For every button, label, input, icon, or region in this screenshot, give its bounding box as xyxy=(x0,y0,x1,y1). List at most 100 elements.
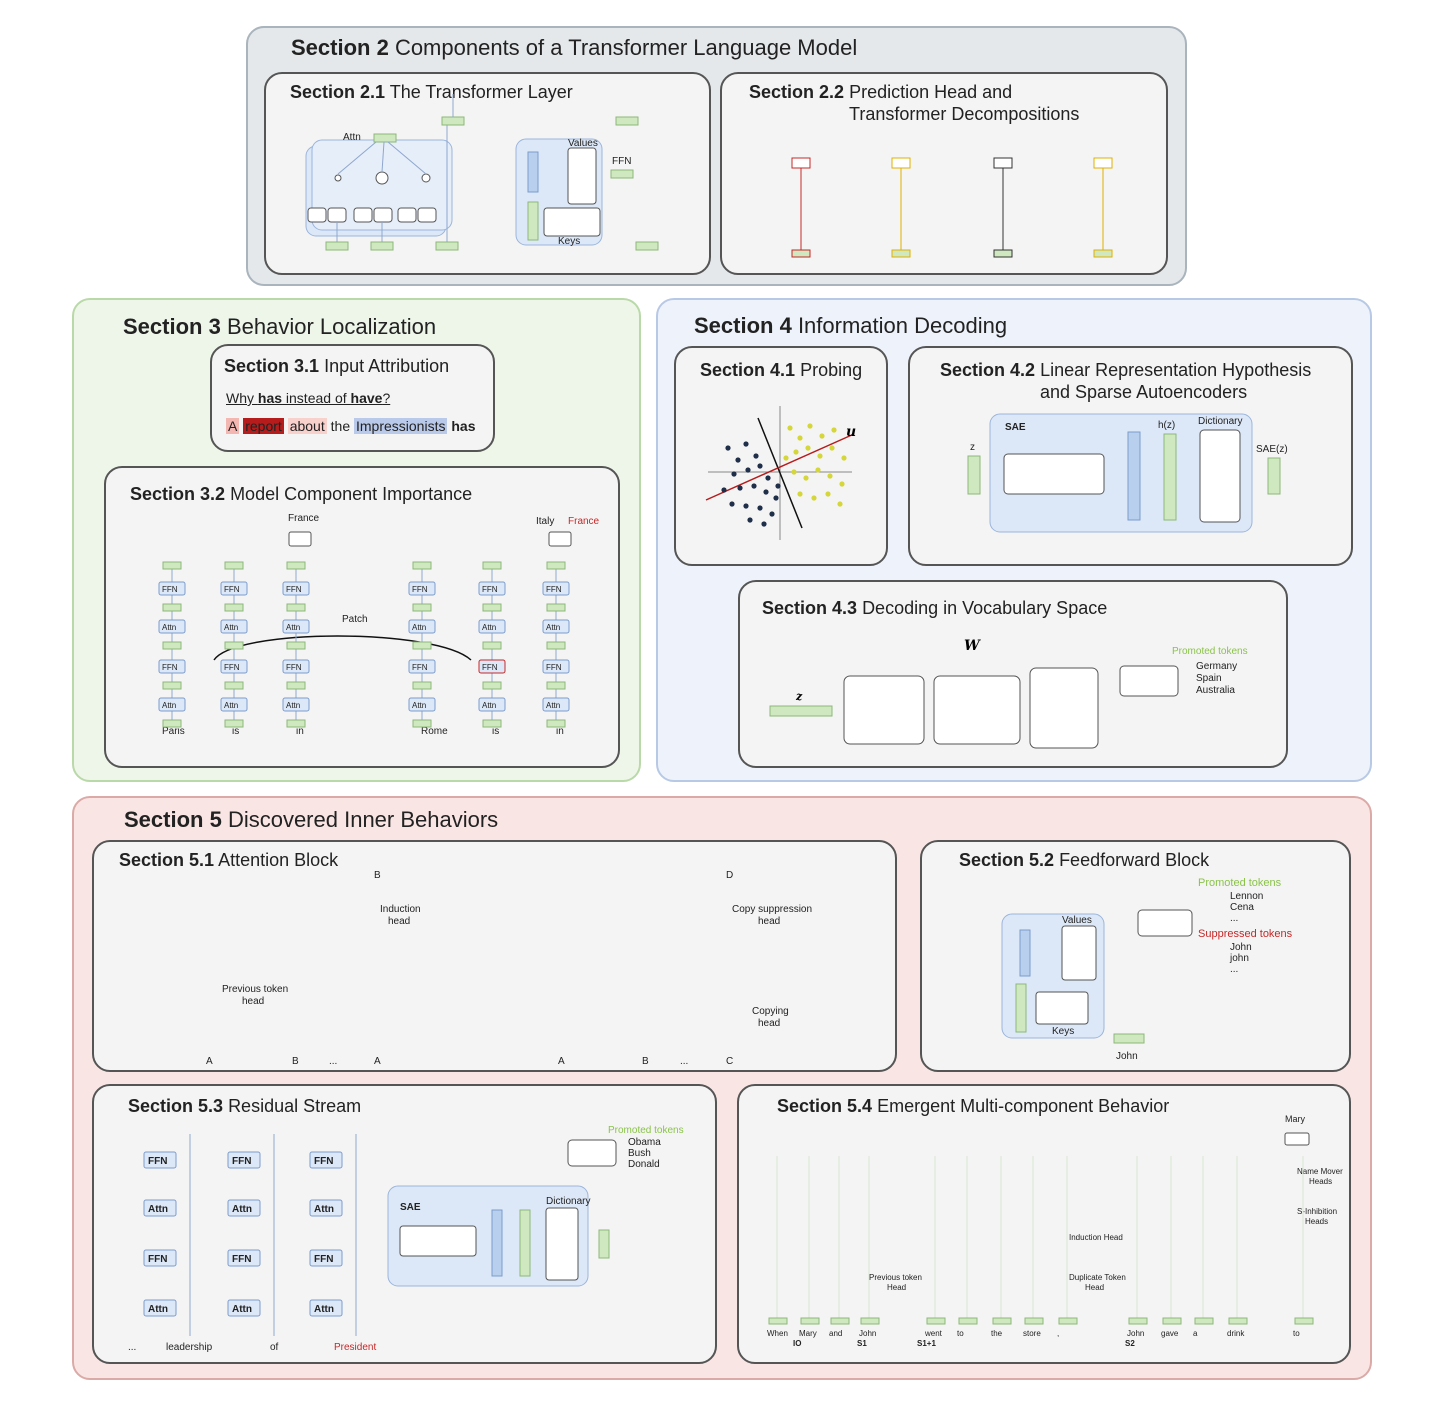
ffn-box xyxy=(408,659,436,674)
scatter-point-dark xyxy=(737,485,743,491)
vt-matrix xyxy=(1029,667,1099,749)
attn-box xyxy=(282,619,310,634)
attn-box xyxy=(408,619,436,634)
label-ellipsis-1: ... xyxy=(329,1056,337,1067)
token-node xyxy=(1162,1317,1182,1325)
ffn-label: FFN xyxy=(546,585,562,594)
ffn-label: FFN xyxy=(232,1156,251,1167)
residual-node xyxy=(224,681,244,690)
residual-node xyxy=(286,719,306,728)
section-2-1-panel: Section 2.1 The Transformer Layer Values… xyxy=(264,72,711,275)
attn-label: Attn xyxy=(162,623,176,632)
scatter-point-yellow xyxy=(791,469,797,475)
token-node xyxy=(1194,1317,1214,1325)
induction-label: Induction xyxy=(380,904,421,915)
residual-node xyxy=(162,641,182,650)
residual-node xyxy=(546,641,566,650)
residual-node xyxy=(224,561,244,570)
values-label: Values xyxy=(1062,915,1092,926)
token-word: to xyxy=(957,1329,964,1338)
scatter-point-dark xyxy=(731,471,737,477)
ffn-box xyxy=(158,581,186,596)
scatter-point-dark xyxy=(757,463,763,469)
scatter-point-dark xyxy=(743,503,749,509)
attn-label: Attn xyxy=(224,623,238,632)
attn-label: Attn xyxy=(314,1204,334,1215)
scatter-point-yellow xyxy=(815,467,821,473)
scatter-point-yellow xyxy=(831,427,837,433)
ffn-box xyxy=(282,659,310,674)
attn-label: Attn xyxy=(482,623,496,632)
word-in-right: in xyxy=(556,726,564,737)
sae-label: SAE xyxy=(400,1202,421,1213)
residual-node xyxy=(162,603,182,612)
ffn-label: FFN xyxy=(232,1254,251,1265)
induction-head-label: Induction Head xyxy=(1069,1233,1123,1242)
w-enc-matrix xyxy=(399,1225,477,1257)
word-paris: Paris xyxy=(162,726,185,737)
promoted-donald: Donald xyxy=(628,1159,660,1170)
residual-node xyxy=(286,603,306,612)
scatter-point-yellow xyxy=(805,445,811,451)
copy-suppression-head-label: head xyxy=(758,916,780,927)
section-4-1-panel: Section 4.1 Probing u xyxy=(674,346,888,566)
attn-label: Attn xyxy=(314,1304,334,1315)
token-word: went xyxy=(924,1329,943,1338)
scatter-point-yellow xyxy=(817,453,823,459)
sae-label: SAE xyxy=(1005,422,1026,433)
relu-box xyxy=(1127,431,1141,521)
section-4-2-panel: Section 4.2 Linear Representation Hypoth… xyxy=(908,346,1353,566)
promoted-ellipsis: ... xyxy=(1230,913,1238,924)
prev-token-head-label: head xyxy=(242,996,264,1007)
attn-box xyxy=(158,697,186,712)
section-5-1-title: Section 5.1 Attention Block xyxy=(119,850,339,870)
scatter-point-yellow xyxy=(811,495,817,501)
section-2-2-title-line1: Section 2.2 Prediction Head and xyxy=(749,82,1013,102)
section-5-3-title: Section 5.3 Residual Stream xyxy=(128,1096,362,1116)
scatter-point-yellow xyxy=(837,501,843,507)
residual-node xyxy=(412,603,432,612)
token-node xyxy=(860,1317,880,1325)
token-word: When xyxy=(767,1329,788,1338)
scatter-point-dark xyxy=(769,511,775,517)
component-importance-diagram: France Italy France Patch Paris is in Ro… xyxy=(158,513,600,737)
token-node xyxy=(1024,1317,1044,1325)
ffn-label: FFN xyxy=(612,156,631,167)
h-z-vector xyxy=(1163,433,1177,521)
word-rome: Rome xyxy=(421,726,448,737)
token-impressionists: Impressionists xyxy=(354,418,448,434)
token-node xyxy=(992,1317,1012,1325)
scatter-point-yellow xyxy=(793,449,799,455)
token-node xyxy=(1294,1317,1314,1325)
italy-label: Italy xyxy=(536,516,554,527)
attn-label: Attn xyxy=(343,132,361,143)
ffn-label: FFN xyxy=(148,1254,167,1265)
copying-label: Copying xyxy=(752,1006,789,1017)
scatter-point-dark xyxy=(753,453,759,459)
attn-box xyxy=(143,1199,177,1217)
attribution-tokens: A report about the Impressionists has xyxy=(226,418,475,434)
section-4-1-title: Section 4.1 Probing xyxy=(700,360,863,380)
token-node xyxy=(1228,1317,1248,1325)
label-c: C xyxy=(726,1056,733,1067)
promoted-obama: Obama xyxy=(628,1137,661,1148)
promoted-cena: Cena xyxy=(1230,902,1254,913)
z-vector-label: z xyxy=(795,690,803,703)
word-ellipsis: ... xyxy=(128,1342,136,1353)
ffn-box xyxy=(143,1249,177,1267)
section-3-title: Section 3 Behavior Localization xyxy=(123,314,437,339)
section-3-1-panel: Section 3.1 Input Attribution Why has in… xyxy=(210,344,495,452)
promoted-tokens-label: Promoted tokens xyxy=(1172,646,1248,657)
decomp-column-red xyxy=(791,157,811,258)
token-word: gave xyxy=(1161,1329,1179,1338)
h-vector xyxy=(519,1209,531,1277)
attn-label: Attn xyxy=(546,701,560,710)
residual-node xyxy=(162,561,182,570)
copying-head-label: head xyxy=(758,1018,780,1029)
scatter-point-yellow xyxy=(825,491,831,497)
ffn-label: FFN xyxy=(286,663,302,672)
ffn-box xyxy=(309,1151,343,1169)
section-3-2-title: Section 3.2 Model Component Importance xyxy=(130,484,473,504)
word-president: President xyxy=(334,1342,376,1353)
ffn-label: FFN xyxy=(162,585,178,594)
